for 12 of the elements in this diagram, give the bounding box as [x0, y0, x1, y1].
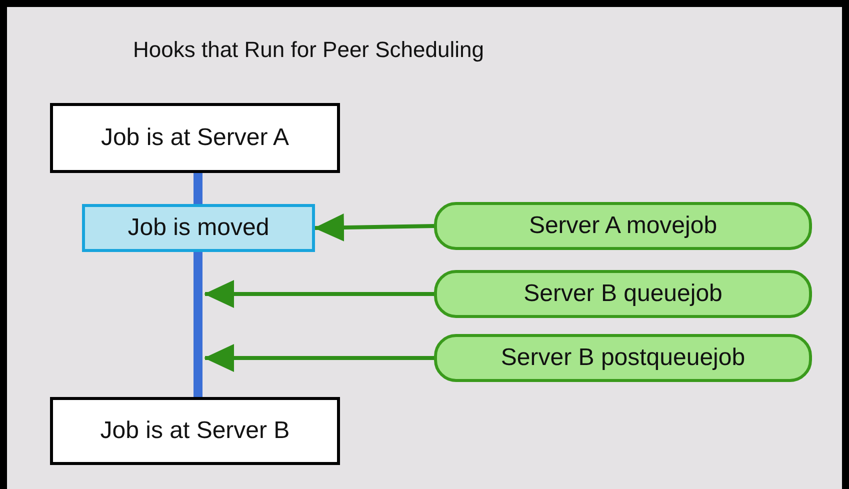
- arrow: [204, 344, 434, 372]
- hook-pill: Server B postqueuejob: [434, 334, 812, 382]
- timeline-line: [194, 252, 202, 397]
- state-box: Job is moved: [82, 204, 315, 252]
- hook-pill: Server A movejob: [434, 202, 812, 250]
- timeline-line: [194, 173, 202, 204]
- hook-pill: Server B queuejob: [434, 270, 812, 318]
- arrow: [204, 280, 434, 308]
- diagram-title: Hooks that Run for Peer Scheduling: [133, 37, 484, 63]
- state-box: Job is at Server A: [50, 103, 340, 173]
- state-box: Job is at Server B: [50, 397, 340, 465]
- arrow: [314, 214, 434, 242]
